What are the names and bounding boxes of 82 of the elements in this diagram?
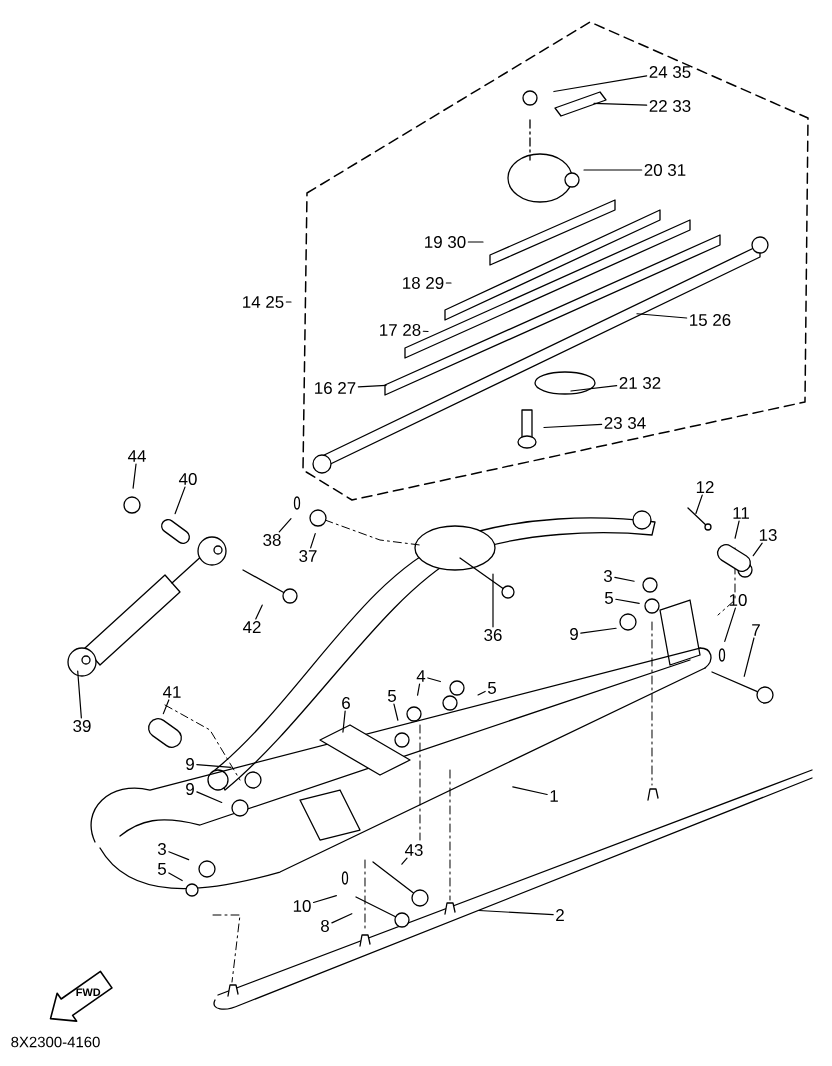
leader-line — [492, 573, 494, 628]
callout-number: 12 — [696, 481, 714, 493]
callout-number: 21 32 — [619, 377, 661, 389]
leader-line — [168, 851, 190, 861]
callout-number: 22 33 — [649, 100, 691, 112]
leader-line — [312, 895, 337, 904]
leader-line — [422, 330, 429, 333]
callout-number: 3 — [603, 570, 612, 582]
callout-number: 37 — [299, 550, 317, 562]
callout-number: 6 — [342, 697, 350, 709]
leader-line — [196, 791, 223, 804]
leader-line — [583, 169, 643, 171]
callout-number: 5 — [604, 592, 613, 604]
leader-line — [695, 494, 703, 515]
callout-number: 2 — [556, 909, 564, 921]
callout-number: 19 30 — [425, 236, 466, 248]
callout-number: 42 — [242, 621, 261, 633]
callout-number: 44 — [127, 450, 146, 462]
callout-number: 13 — [759, 529, 777, 541]
callout-number: 38 — [263, 534, 281, 546]
callout-number: 17 28 — [380, 324, 421, 336]
callout-number: 39 — [73, 720, 91, 732]
leader-line — [724, 607, 736, 643]
leader-line — [393, 703, 399, 721]
callout-number: 9 — [570, 628, 578, 640]
callout-number: 9 — [186, 783, 194, 795]
part-code: 8X2300-4160 — [11, 1036, 100, 1048]
leader-line — [342, 710, 346, 733]
leader-line — [168, 872, 183, 882]
callout-number: 4 — [416, 670, 426, 682]
callout-number: 14 25 — [243, 296, 284, 308]
callout-number: 10 — [729, 594, 747, 606]
leader-line — [636, 313, 688, 319]
callout-number: 1 — [550, 790, 558, 802]
callout-number: 3 — [157, 843, 166, 855]
leader-line — [196, 763, 232, 768]
leader-line — [467, 241, 484, 243]
leader-line — [132, 463, 137, 489]
leader-line — [427, 677, 441, 683]
callout-number: 20 31 — [644, 164, 686, 176]
callout-number: 40 — [178, 473, 197, 485]
leader-line — [255, 604, 263, 620]
callout-number: 18 29 — [403, 277, 444, 289]
callout-number: 15 26 — [690, 314, 731, 326]
callout-number: 41 — [162, 686, 181, 698]
leader-line — [615, 598, 640, 604]
leader-line — [310, 532, 316, 549]
callout-number: 9 — [186, 758, 194, 770]
callout-number: 5 — [487, 682, 496, 694]
leader-line — [477, 690, 486, 696]
leader-line — [752, 542, 763, 557]
leader-line — [734, 520, 740, 539]
callout-number: 5 — [387, 690, 396, 702]
callout-number: 36 — [484, 629, 502, 641]
leader-line — [77, 670, 82, 719]
callout-number: 5 — [157, 863, 166, 875]
leader-line — [285, 301, 292, 303]
leader-line — [743, 637, 755, 677]
leader-line — [593, 102, 648, 106]
leader-line — [478, 909, 554, 916]
leader-line — [445, 282, 452, 284]
callout-number: 8 — [321, 920, 329, 932]
callout-number: 11 — [733, 507, 749, 519]
leader-line — [331, 913, 353, 924]
leader-line — [401, 857, 408, 865]
leader-line — [416, 683, 421, 696]
leader-line — [512, 786, 548, 796]
callout-number: 7 — [752, 624, 760, 636]
callout-number: 16 27 — [315, 382, 356, 394]
leader-line — [553, 75, 648, 93]
callout-number: 43 — [404, 844, 423, 856]
leader-line — [357, 384, 387, 388]
leader-line — [614, 576, 635, 582]
leader-line — [543, 423, 603, 429]
leader-line — [570, 385, 618, 392]
callout-number: 24 35 — [649, 66, 691, 78]
leader-line — [162, 699, 170, 715]
callout-number: 10 — [293, 900, 311, 912]
leader-line — [580, 627, 617, 634]
callout-number: 23 34 — [604, 417, 646, 429]
leader-line — [174, 486, 186, 515]
leader-line — [278, 518, 292, 533]
